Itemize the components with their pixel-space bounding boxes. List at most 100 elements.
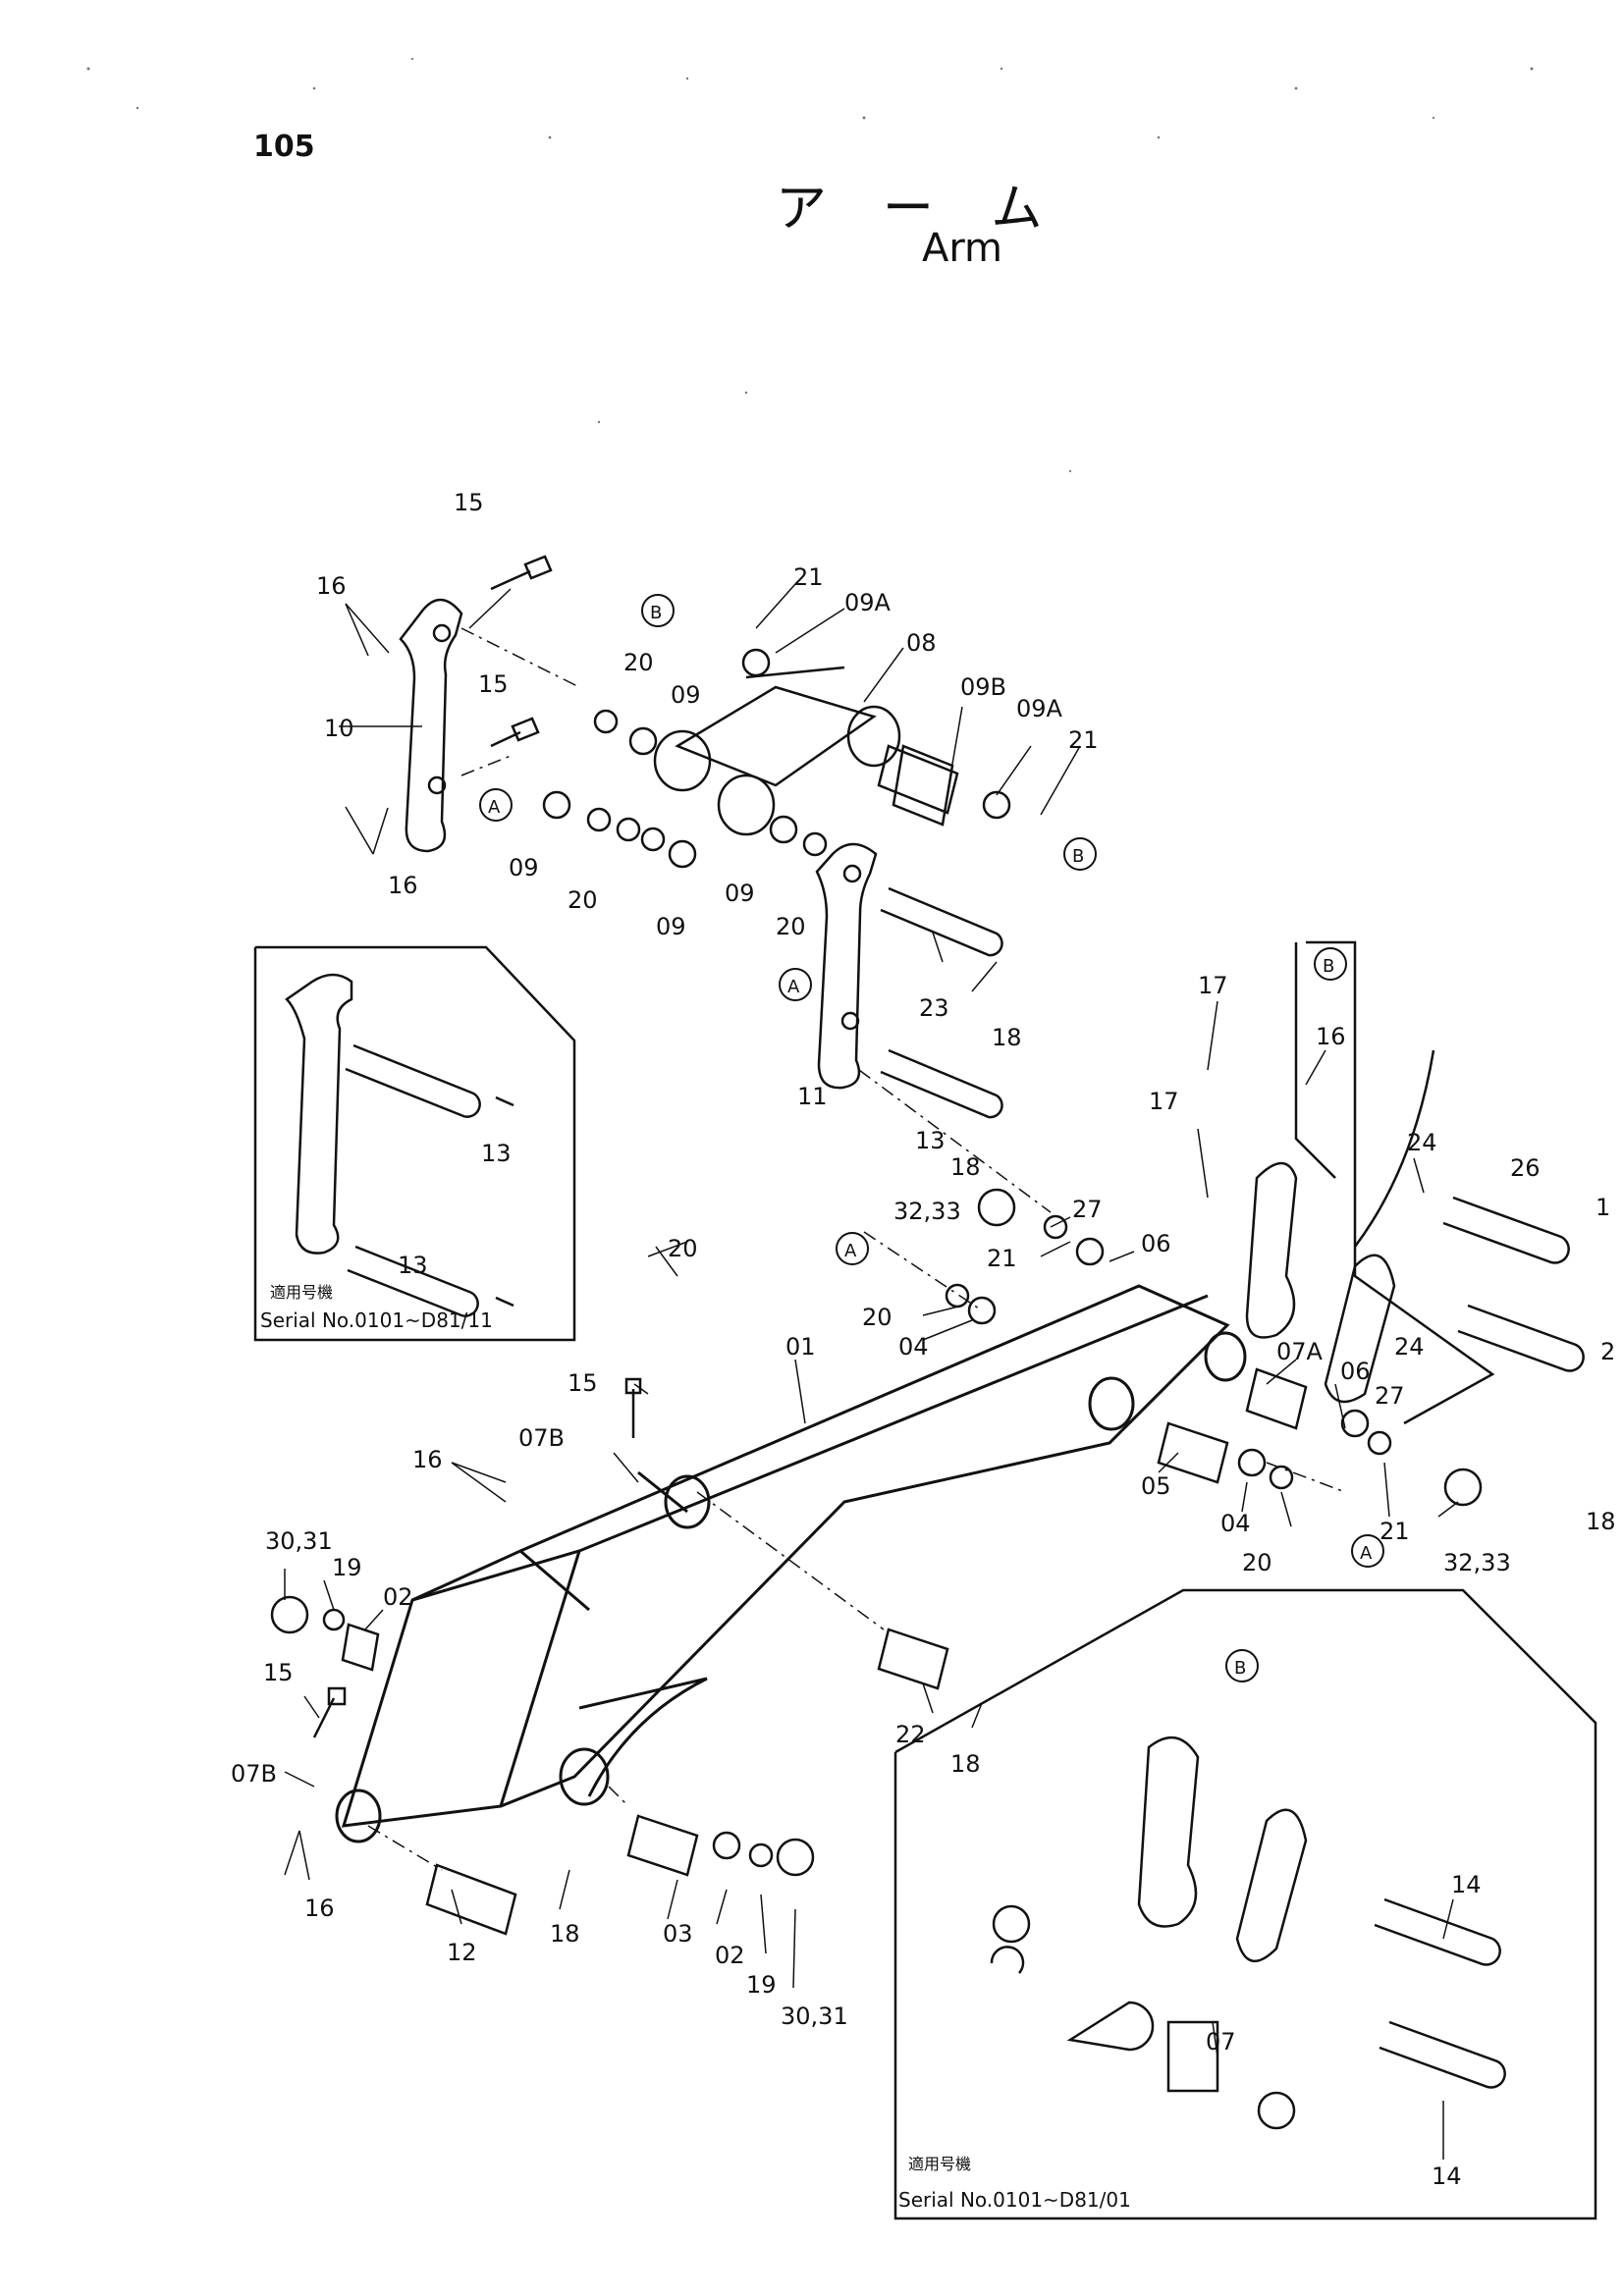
callout-27: 27 — [1072, 1196, 1103, 1223]
ref-b-assembly: B — [1314, 947, 1347, 981]
callout-15: 15 — [568, 1369, 598, 1397]
callout-30-31: 30,31 — [781, 2002, 848, 2030]
callout-14: 14 — [1432, 2163, 1462, 2190]
callout-16: 16 — [388, 872, 418, 899]
callout-18: 18 — [992, 1024, 1022, 1051]
callout-labels: 15 16 10 15 20 09 21 09A 08 09B 09A 21 1… — [231, 489, 1616, 2190]
link-11 — [815, 842, 878, 1090]
callout-18: 18 — [550, 1920, 580, 1948]
callout-1: 1 — [1596, 1194, 1610, 1221]
callout-27: 27 — [1375, 1382, 1405, 1410]
callout-04: 04 — [1220, 1510, 1251, 1537]
callout-20: 20 — [623, 649, 654, 676]
callout-32-33: 32,33 — [893, 1198, 961, 1225]
callout-09: 09 — [725, 880, 755, 907]
ref-b-top: B — [641, 594, 675, 627]
ref-b-inset: B — [1225, 1649, 1259, 1682]
callout-07: 07 — [1206, 2028, 1236, 2056]
callout-13: 13 — [398, 1252, 428, 1279]
svg-text:A: A — [844, 1241, 857, 1261]
callout-20: 20 — [776, 913, 806, 940]
callout-19: 19 — [332, 1554, 362, 1581]
svg-text:A: A — [1360, 1543, 1373, 1564]
callout-14: 14 — [1451, 1871, 1482, 1898]
callout-06: 06 — [1141, 1230, 1171, 1257]
callout-23: 23 — [919, 994, 949, 1022]
callout-05: 05 — [1141, 1472, 1171, 1500]
callout-16: 16 — [316, 572, 347, 600]
page-number: 105 — [253, 130, 315, 164]
callout-18: 18 — [1586, 1508, 1616, 1535]
ref-a-link10: A — [479, 788, 513, 822]
callout-09: 09 — [509, 854, 539, 881]
inset-left — [253, 945, 576, 1342]
inset-left-caption-jp: 適用号機 — [270, 1283, 333, 1302]
callout-22: 22 — [895, 1721, 926, 1748]
callout-09b: 09B — [960, 673, 1006, 701]
callout-06: 06 — [1340, 1358, 1371, 1385]
callout-11: 11 — [797, 1083, 828, 1110]
callout-24: 24 — [1394, 1333, 1425, 1361]
ref-b-right: B — [1063, 837, 1097, 871]
callout-12: 12 — [447, 1939, 477, 1966]
callout-21: 21 — [793, 563, 824, 591]
svg-text:A: A — [488, 797, 501, 818]
callout-03: 03 — [663, 1920, 693, 1948]
leader-lines — [284, 583, 1459, 2160]
callout-20: 20 — [668, 1235, 698, 1262]
callout-16: 16 — [1316, 1023, 1346, 1050]
callout-32-33: 32,33 — [1443, 1549, 1511, 1576]
title-japanese: アーム — [776, 180, 1102, 239]
callout-15: 15 — [263, 1659, 294, 1686]
callout-2: 2 — [1600, 1338, 1615, 1365]
callout-24: 24 — [1407, 1129, 1437, 1156]
callout-13: 13 — [481, 1140, 512, 1167]
inset-right-caption-jp: 適用号機 — [908, 2155, 971, 2173]
callout-09: 09 — [671, 681, 701, 709]
callout-21: 21 — [987, 1245, 1017, 1272]
callout-15: 15 — [454, 489, 484, 516]
svg-text:B: B — [1072, 846, 1084, 867]
callout-07a: 07A — [1276, 1338, 1324, 1365]
callout-21: 21 — [1380, 1518, 1410, 1545]
title-english: Arm — [921, 226, 1003, 271]
callout-18: 18 — [950, 1750, 981, 1778]
inset-right-caption-en: Serial No.0101~D81/01 — [898, 2188, 1131, 2212]
ref-a-right: A — [1351, 1534, 1384, 1568]
ref-a-link11: A — [779, 968, 812, 1001]
callout-19: 19 — [746, 1971, 777, 1999]
svg-text:B: B — [650, 603, 662, 623]
callout-10: 10 — [324, 715, 354, 742]
callout-13: 13 — [915, 1127, 946, 1154]
callout-16: 16 — [304, 1895, 335, 1922]
callout-02: 02 — [383, 1583, 413, 1611]
pins-bushings — [270, 555, 1483, 1936]
callout-20: 20 — [1242, 1549, 1272, 1576]
svg-text:B: B — [1323, 956, 1334, 977]
callout-20: 20 — [568, 886, 598, 914]
callout-04: 04 — [898, 1333, 929, 1361]
callout-16: 16 — [412, 1446, 443, 1473]
inset-right — [893, 1588, 1597, 2220]
callout-20: 20 — [862, 1304, 893, 1331]
callout-09: 09 — [656, 913, 686, 940]
callout-18: 18 — [950, 1153, 981, 1181]
callout-17: 17 — [1149, 1088, 1179, 1115]
callout-21: 21 — [1068, 726, 1099, 754]
svg-text:A: A — [787, 977, 800, 997]
callout-26: 26 — [1510, 1154, 1541, 1182]
callout-02: 02 — [715, 1942, 745, 1969]
ref-a-left: A — [836, 1232, 869, 1265]
reference-markers: B B A A A A B B — [479, 594, 1384, 1682]
callout-01: 01 — [785, 1333, 816, 1361]
callout-07b: 07B — [231, 1760, 277, 1788]
callout-09a: 09A — [1016, 695, 1063, 722]
svg-text:B: B — [1234, 1658, 1246, 1679]
link-assembly-right — [1245, 940, 1585, 1425]
link-08 — [653, 666, 954, 836]
callout-15: 15 — [478, 670, 509, 698]
callout-30-31: 30,31 — [265, 1527, 333, 1555]
callout-08: 08 — [906, 629, 937, 657]
